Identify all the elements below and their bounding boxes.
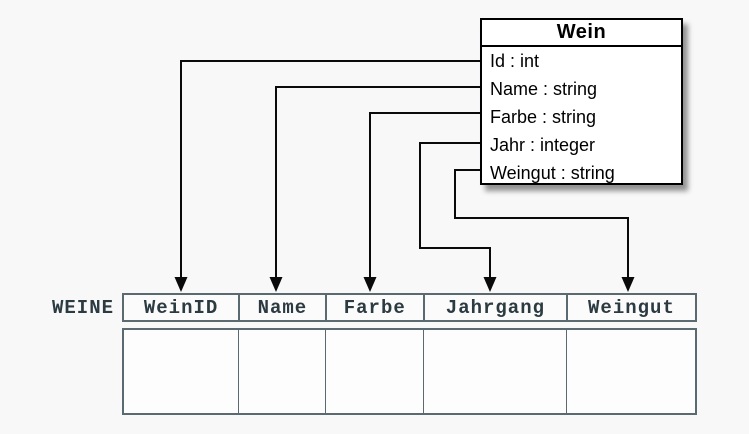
arrowhead-weingut: [621, 277, 635, 292]
class-attribute-farbe: Farbe : string: [490, 107, 597, 127]
arrowhead-jahrgang: [483, 277, 497, 292]
table-body-row: [122, 328, 697, 415]
arrowhead-weinid: [174, 277, 188, 292]
arrowhead-farbe: [363, 277, 377, 292]
table-name-label: WEINE: [51, 296, 114, 319]
arrowhead-name: [269, 277, 283, 292]
uml-class-box-wein: Wein Id : int Name : string Farbe : stri…: [480, 18, 683, 185]
column-header-farbe: Farbe: [324, 295, 423, 320]
class-attribute-id: Id : int: [490, 51, 540, 71]
class-attribute-weingut: Weingut : string: [490, 163, 615, 183]
connector-name-to-name: [275, 86, 482, 277]
body-cell-weingut: [565, 330, 695, 413]
connector-jahr-to-jahrgang: [419, 142, 491, 277]
class-attribute-list: Id : int Name : string Farbe : string Ja…: [482, 47, 681, 187]
connector-id-to-weinid: [180, 60, 482, 277]
table-header-row: WeinID Name Farbe Jahrgang Weingut: [122, 293, 697, 322]
body-cell-weinid: [124, 330, 238, 413]
connector-farbe-to-farbe: [369, 112, 482, 277]
class-attribute-jahr: Jahr : integer: [490, 135, 596, 155]
column-header-jahrgang: Jahrgang: [422, 295, 566, 320]
body-cell-farbe: [324, 330, 423, 413]
column-header-weinid: WeinID: [143, 296, 219, 319]
class-attribute-name: Name : string: [490, 79, 598, 99]
connector-weingut-to-weingut: [454, 169, 629, 277]
column-header-name: Name: [238, 295, 324, 320]
column-header-weingut: Weingut: [565, 295, 695, 320]
body-cell-jahrgang: [422, 330, 566, 413]
class-title: Wein: [482, 20, 681, 47]
body-cell-name: [238, 330, 324, 413]
